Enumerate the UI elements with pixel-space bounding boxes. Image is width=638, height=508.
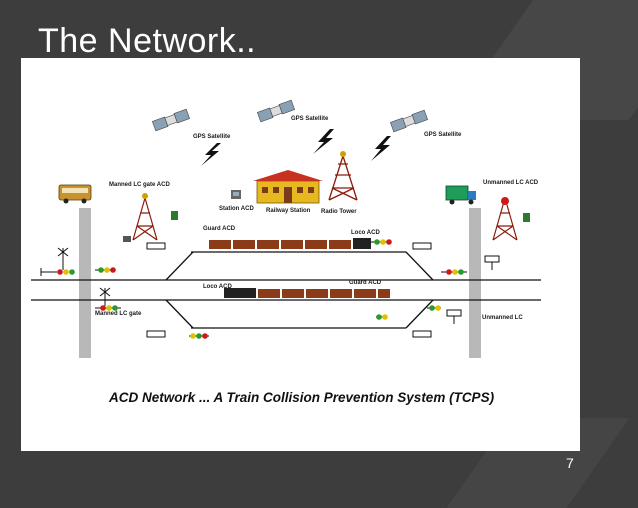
- railway-tracks: [31, 251, 541, 329]
- left-gate-post: [79, 208, 91, 358]
- left-radio-tower-icon: [132, 193, 158, 241]
- unmanned-lc-acd-label: Unmanned LC ACD: [483, 180, 539, 186]
- manned-lc-gate-acd-label: Manned LC gate ACD: [109, 182, 170, 188]
- radio-tower-label: Radio Tower: [321, 209, 357, 215]
- level-crossing-sign-icon: [57, 247, 69, 270]
- guard-acd-label: Guard ACD: [349, 280, 382, 286]
- slide-page-number: 7: [566, 455, 574, 471]
- satellite-icon: [389, 109, 429, 133]
- signal-icon: [371, 239, 392, 245]
- buffer-stop: [146, 242, 166, 250]
- acd-device-icon: [123, 236, 131, 242]
- loco-acd-label: Loco ACD: [203, 284, 232, 290]
- signal-icon: [189, 333, 209, 339]
- loco-acd-label: Loco ACD: [351, 230, 380, 236]
- station-acd-icon: [231, 190, 241, 199]
- station-acd-label: Station ACD: [219, 206, 254, 212]
- right-radio-tower-icon: [492, 197, 518, 241]
- unmanned-lc-label: Unmanned LC: [482, 315, 523, 321]
- level-crossing-sign-icon: [99, 287, 111, 306]
- railway-station-label: Railway Station: [266, 208, 311, 214]
- diagram-panel: GPS Satellite GPS Satellite GPS Satellit…: [21, 58, 580, 451]
- truck-icon: [445, 185, 476, 205]
- signal-bolt-icon: [371, 136, 391, 161]
- signal-icon: [441, 269, 467, 275]
- gps-satellite-label: GPS Satellite: [424, 132, 462, 138]
- manned-lc-gate-label: Manned LC gate: [95, 311, 142, 317]
- slide-title: The Network..: [38, 22, 257, 60]
- signal-icon: [95, 267, 116, 273]
- railway-station-icon: [253, 170, 323, 204]
- gps-satellite-label: GPS Satellite: [193, 134, 231, 140]
- acd-device-icon: [523, 213, 530, 222]
- road-sign-icon: [484, 255, 500, 270]
- radio-tower-icon: [328, 151, 358, 201]
- diagram-caption: ACD Network ... A Train Collision Preven…: [108, 390, 495, 405]
- buffer-stop: [146, 330, 166, 338]
- upper-train: [209, 238, 371, 249]
- acd-network-diagram: GPS Satellite GPS Satellite GPS Satellit…: [31, 99, 541, 405]
- signal-icon: [376, 314, 388, 320]
- buffer-stop: [412, 242, 432, 250]
- right-gate-post: [469, 208, 481, 358]
- signal-icon: [427, 305, 441, 311]
- bus-icon: [58, 184, 92, 204]
- satellite-icon: [256, 99, 296, 123]
- signal-icon: [95, 305, 121, 311]
- satellite-icon: [151, 108, 191, 132]
- middle-train: [224, 288, 390, 298]
- gps-satellite-label: GPS Satellite: [291, 116, 329, 122]
- guard-acd-label: Guard ACD: [203, 226, 236, 232]
- signal-bolt-icon: [313, 129, 334, 154]
- signal-icon: [40, 268, 75, 276]
- signal-bolt-icon: [201, 143, 221, 166]
- buffer-stop: [412, 330, 432, 338]
- acd-device-icon: [171, 211, 178, 220]
- road-sign-icon: [446, 309, 462, 324]
